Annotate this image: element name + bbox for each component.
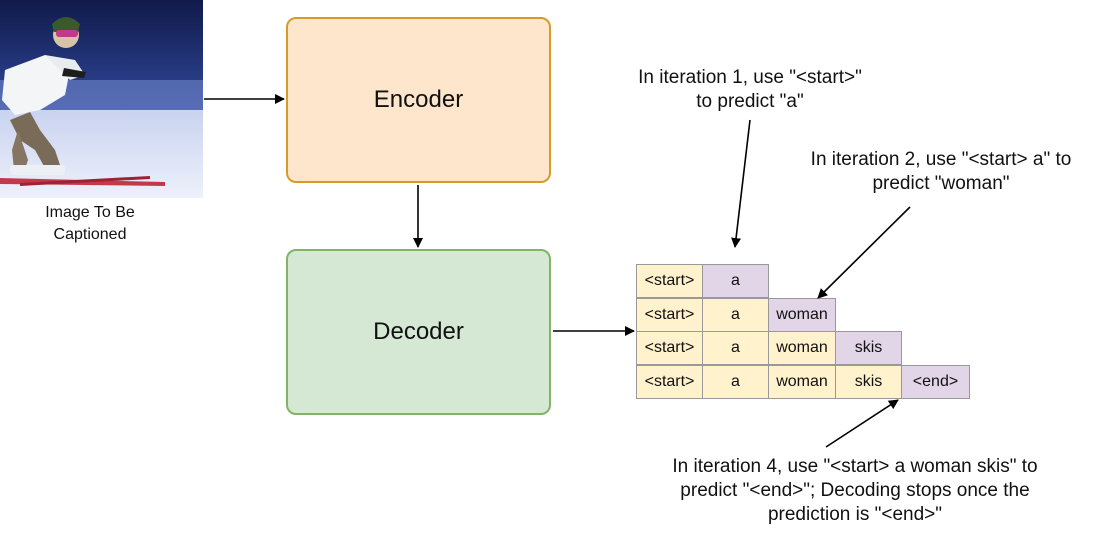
encoder-label: Encoder: [373, 86, 464, 113]
arrow-note1-to-row1: [731, 119, 751, 248]
token-cell: <start>: [636, 331, 703, 365]
token-cell: skis: [835, 331, 902, 365]
encoder-box: Encoder: [286, 17, 551, 183]
token-cell: skis: [835, 365, 902, 399]
decoder-label: Decoder: [373, 318, 464, 345]
token-cell: a: [702, 331, 769, 365]
note-iteration-2: In iteration 2, use "<start> a" to predi…: [810, 149, 1072, 194]
note-iteration-4: In iteration 4, use "<start> a woman ski…: [672, 456, 1038, 525]
token-cell: woman: [768, 365, 836, 399]
token-cell: <end>: [901, 365, 970, 399]
token-cell: <start>: [636, 298, 703, 332]
skier-photo: [0, 0, 203, 198]
token-cell: woman: [768, 298, 836, 332]
image-caption: Image To Be Captioned: [45, 204, 135, 243]
note-iteration-1: In iteration 1, use "<start>" to predict…: [638, 67, 862, 112]
decoder-box: Decoder: [286, 249, 551, 415]
token-cell: <start>: [636, 365, 703, 399]
arrow-note4-to-row4: [825, 399, 899, 448]
arrow-note2-to-row2: [817, 206, 911, 299]
token-cell: <start>: [636, 264, 703, 298]
token-cell: a: [702, 264, 769, 298]
token-cell: a: [702, 365, 769, 399]
